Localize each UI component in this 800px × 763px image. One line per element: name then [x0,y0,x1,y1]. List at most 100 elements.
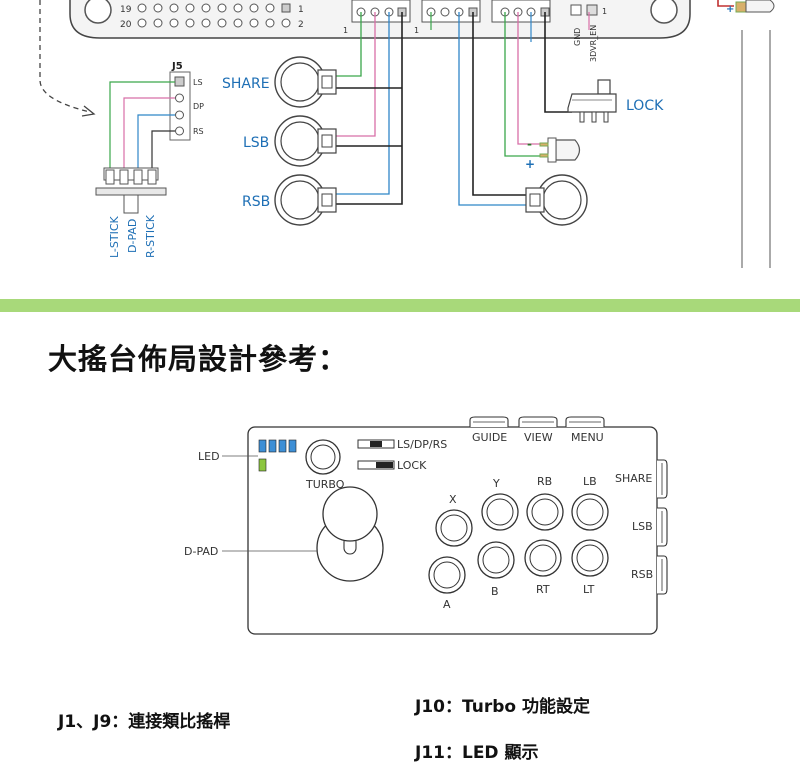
header-row2-left-number: 20 [120,20,132,30]
header-pin [201,3,211,13]
label-guide: GUIDE [472,431,507,444]
j3-pin1-label: 1 [602,7,607,16]
j5-pin-ls [174,76,185,87]
wire-corner-red [717,0,734,7]
led-segment-green [258,458,267,472]
header-pin [137,18,147,28]
wire-rsb-blue [332,12,390,195]
header-pin [281,3,291,13]
a-button[interactable] [428,556,466,594]
j3-pin-gnd [570,4,582,16]
label-rt: RT [536,583,550,596]
j5-pin-rs [175,110,184,120]
label-dpad: D-PAD [184,545,218,558]
rsb-arcade-button[interactable] [274,174,337,226]
header-pin [233,3,243,13]
led-segment-blue [278,439,287,453]
lb-button[interactable] [571,493,609,531]
tab-view[interactable] [518,416,558,427]
corner-plus-sign: + [726,4,734,15]
j5-pin-dp [175,93,184,103]
led-plus-sign: + [525,157,535,171]
header-pin [217,18,227,28]
switch-label-lstick: L-STICK [108,215,121,258]
label-lock: LOCK [626,98,664,114]
lt-button[interactable] [571,539,609,577]
header-pin [201,18,211,28]
j5-title: J5 [171,61,183,72]
wire-rs-blue [137,114,175,170]
pin-one-label-b: 1 [414,26,419,35]
label-lb: LB [583,475,597,488]
switch-label-rstick: R-STICK [144,214,157,258]
label-side-lsb: LSB [632,520,653,533]
label-view: VIEW [524,431,553,444]
label-side-share: SHARE [615,472,652,485]
wire-led-pink [517,12,540,145]
wire-dp-pink [123,97,175,170]
y-button[interactable] [481,493,519,531]
label-y: Y [492,477,500,490]
led-segment-blue [288,439,297,453]
connector-pin [440,7,450,17]
header-pin [217,3,227,13]
header-pin [153,18,163,28]
header-row1-right-number: 1 [298,5,304,15]
label-rb: RB [537,475,552,488]
label-turbo: TURBO [305,478,345,491]
wire-lsb-pink [332,12,376,137]
side-tab-rsb[interactable] [657,555,668,595]
wire-lock-dark [544,12,572,113]
lsb-arcade-button[interactable] [274,115,337,167]
tab-guide[interactable] [469,416,509,427]
led-icon [539,137,581,163]
j3-pin-en [586,4,598,16]
switch-lock-knob [376,462,393,468]
header-pin [153,3,163,13]
b-button[interactable] [477,541,515,579]
header-pin [265,18,275,28]
joystick-ball-top[interactable] [322,486,378,542]
label-x: X [449,493,457,506]
tab-menu[interactable] [565,416,605,427]
arrow-head-icon [81,105,96,117]
header-pin [169,3,179,13]
wire-turbo-dark [472,12,532,196]
wire-buttons-ground [332,12,403,205]
j5-ls-label: LS [193,78,203,87]
label-share: SHARE [222,76,270,92]
header-pin [233,18,243,28]
led-segment-blue [258,439,267,453]
j5-pin-4 [175,126,184,136]
turbo-arcade-button[interactable] [525,174,588,226]
section-heading: 大搖台佈局設計參考： [48,342,349,376]
lock-switch-icon [567,79,617,123]
footer-j11-partial: J11：LED 顯示 [415,743,539,763]
x-button[interactable] [435,509,473,547]
j5-dp-label: DP [193,102,204,111]
share-arcade-button[interactable] [274,56,337,108]
label-led: LED [198,450,220,463]
header-pin [185,3,195,13]
led-minus-sign: - [527,137,532,151]
rb-button[interactable] [526,493,564,531]
connector-j-mid [421,0,481,23]
label-layout-lock: LOCK [397,459,427,472]
mount-hole-right [650,0,678,24]
header-pin [185,18,195,28]
led-segment-blue [268,439,277,453]
j3-gnd-label: GND [573,28,582,46]
label-lt: LT [583,583,595,596]
side-tab-share[interactable] [657,459,668,499]
j5-rs-label: RS [193,127,204,136]
j5-connector [169,71,191,141]
header-pin [249,18,259,28]
rt-button[interactable] [524,539,562,577]
mount-hole-left [84,0,112,24]
header-row1-left-number: 19 [120,5,132,15]
switch-label-dpad: D-PAD [126,219,139,253]
side-tab-lsb[interactable] [657,507,668,547]
wire-gnd-dark [151,130,175,170]
connector-j-buttons [351,0,411,23]
label-side-rsb: RSB [631,568,653,581]
